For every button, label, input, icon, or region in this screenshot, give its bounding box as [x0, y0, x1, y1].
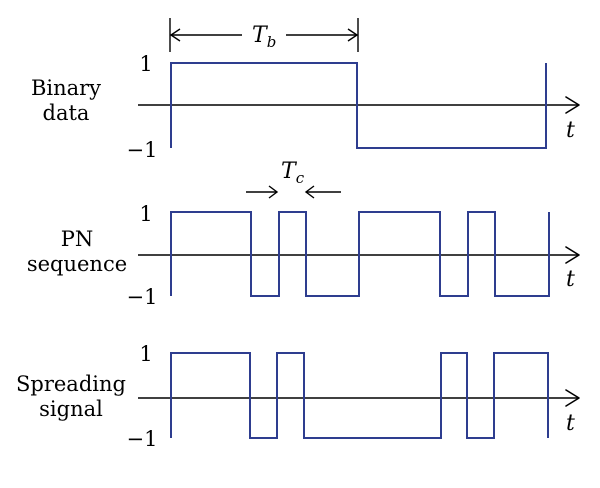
bit-period-dimension: Tb [169, 18, 359, 52]
panel-spreading-signal: Spreading signal 1 −1 t [16, 342, 580, 451]
panel-pn-label-line1: PN [61, 227, 94, 251]
panel-pn-axis-arrowhead [565, 246, 580, 264]
panel-pn-level-high: 1 [139, 202, 152, 226]
panel-binary-axis-arrowhead [565, 96, 580, 114]
panel-spreading-time-label: t [566, 411, 575, 436]
panel-spreading-axis-arrowhead [565, 389, 580, 407]
chip-period-arrowhead-right [304, 185, 315, 199]
panel-binary-data: Binary data 1 −1 t [31, 52, 580, 162]
panel-binary-level-high: 1 [139, 52, 152, 76]
panel-spreading-level-high: 1 [139, 342, 152, 366]
bit-period-arrowhead-left [169, 28, 181, 42]
chip-period-label: Tc [281, 159, 305, 187]
panel-binary-time-label: t [566, 118, 575, 143]
panel-pn-level-low: −1 [127, 285, 158, 309]
spreading-signal-waveform [170, 352, 549, 439]
chip-period-dimension: Tc [246, 159, 341, 199]
bit-period-label: Tb [252, 23, 276, 51]
panel-spreading-label-line1: Spreading [16, 372, 126, 396]
panel-pn-time-label: t [566, 267, 575, 292]
panel-pn-label-line2: sequence [27, 252, 127, 276]
bit-period-arrowhead-right [347, 28, 359, 42]
pn-sequence-waveform [170, 211, 550, 297]
panel-pn-sequence: PN sequence 1 −1 t [27, 202, 580, 309]
panel-binary-label-line1: Binary [31, 76, 101, 100]
chip-period-arrowhead-left [268, 185, 279, 199]
panel-binary-level-low: −1 [127, 138, 158, 162]
panel-binary-label-line2: data [43, 101, 90, 125]
binary-data-waveform [170, 62, 547, 149]
panel-spreading-level-low: −1 [127, 427, 158, 451]
panel-spreading-label-line2: signal [39, 397, 103, 421]
